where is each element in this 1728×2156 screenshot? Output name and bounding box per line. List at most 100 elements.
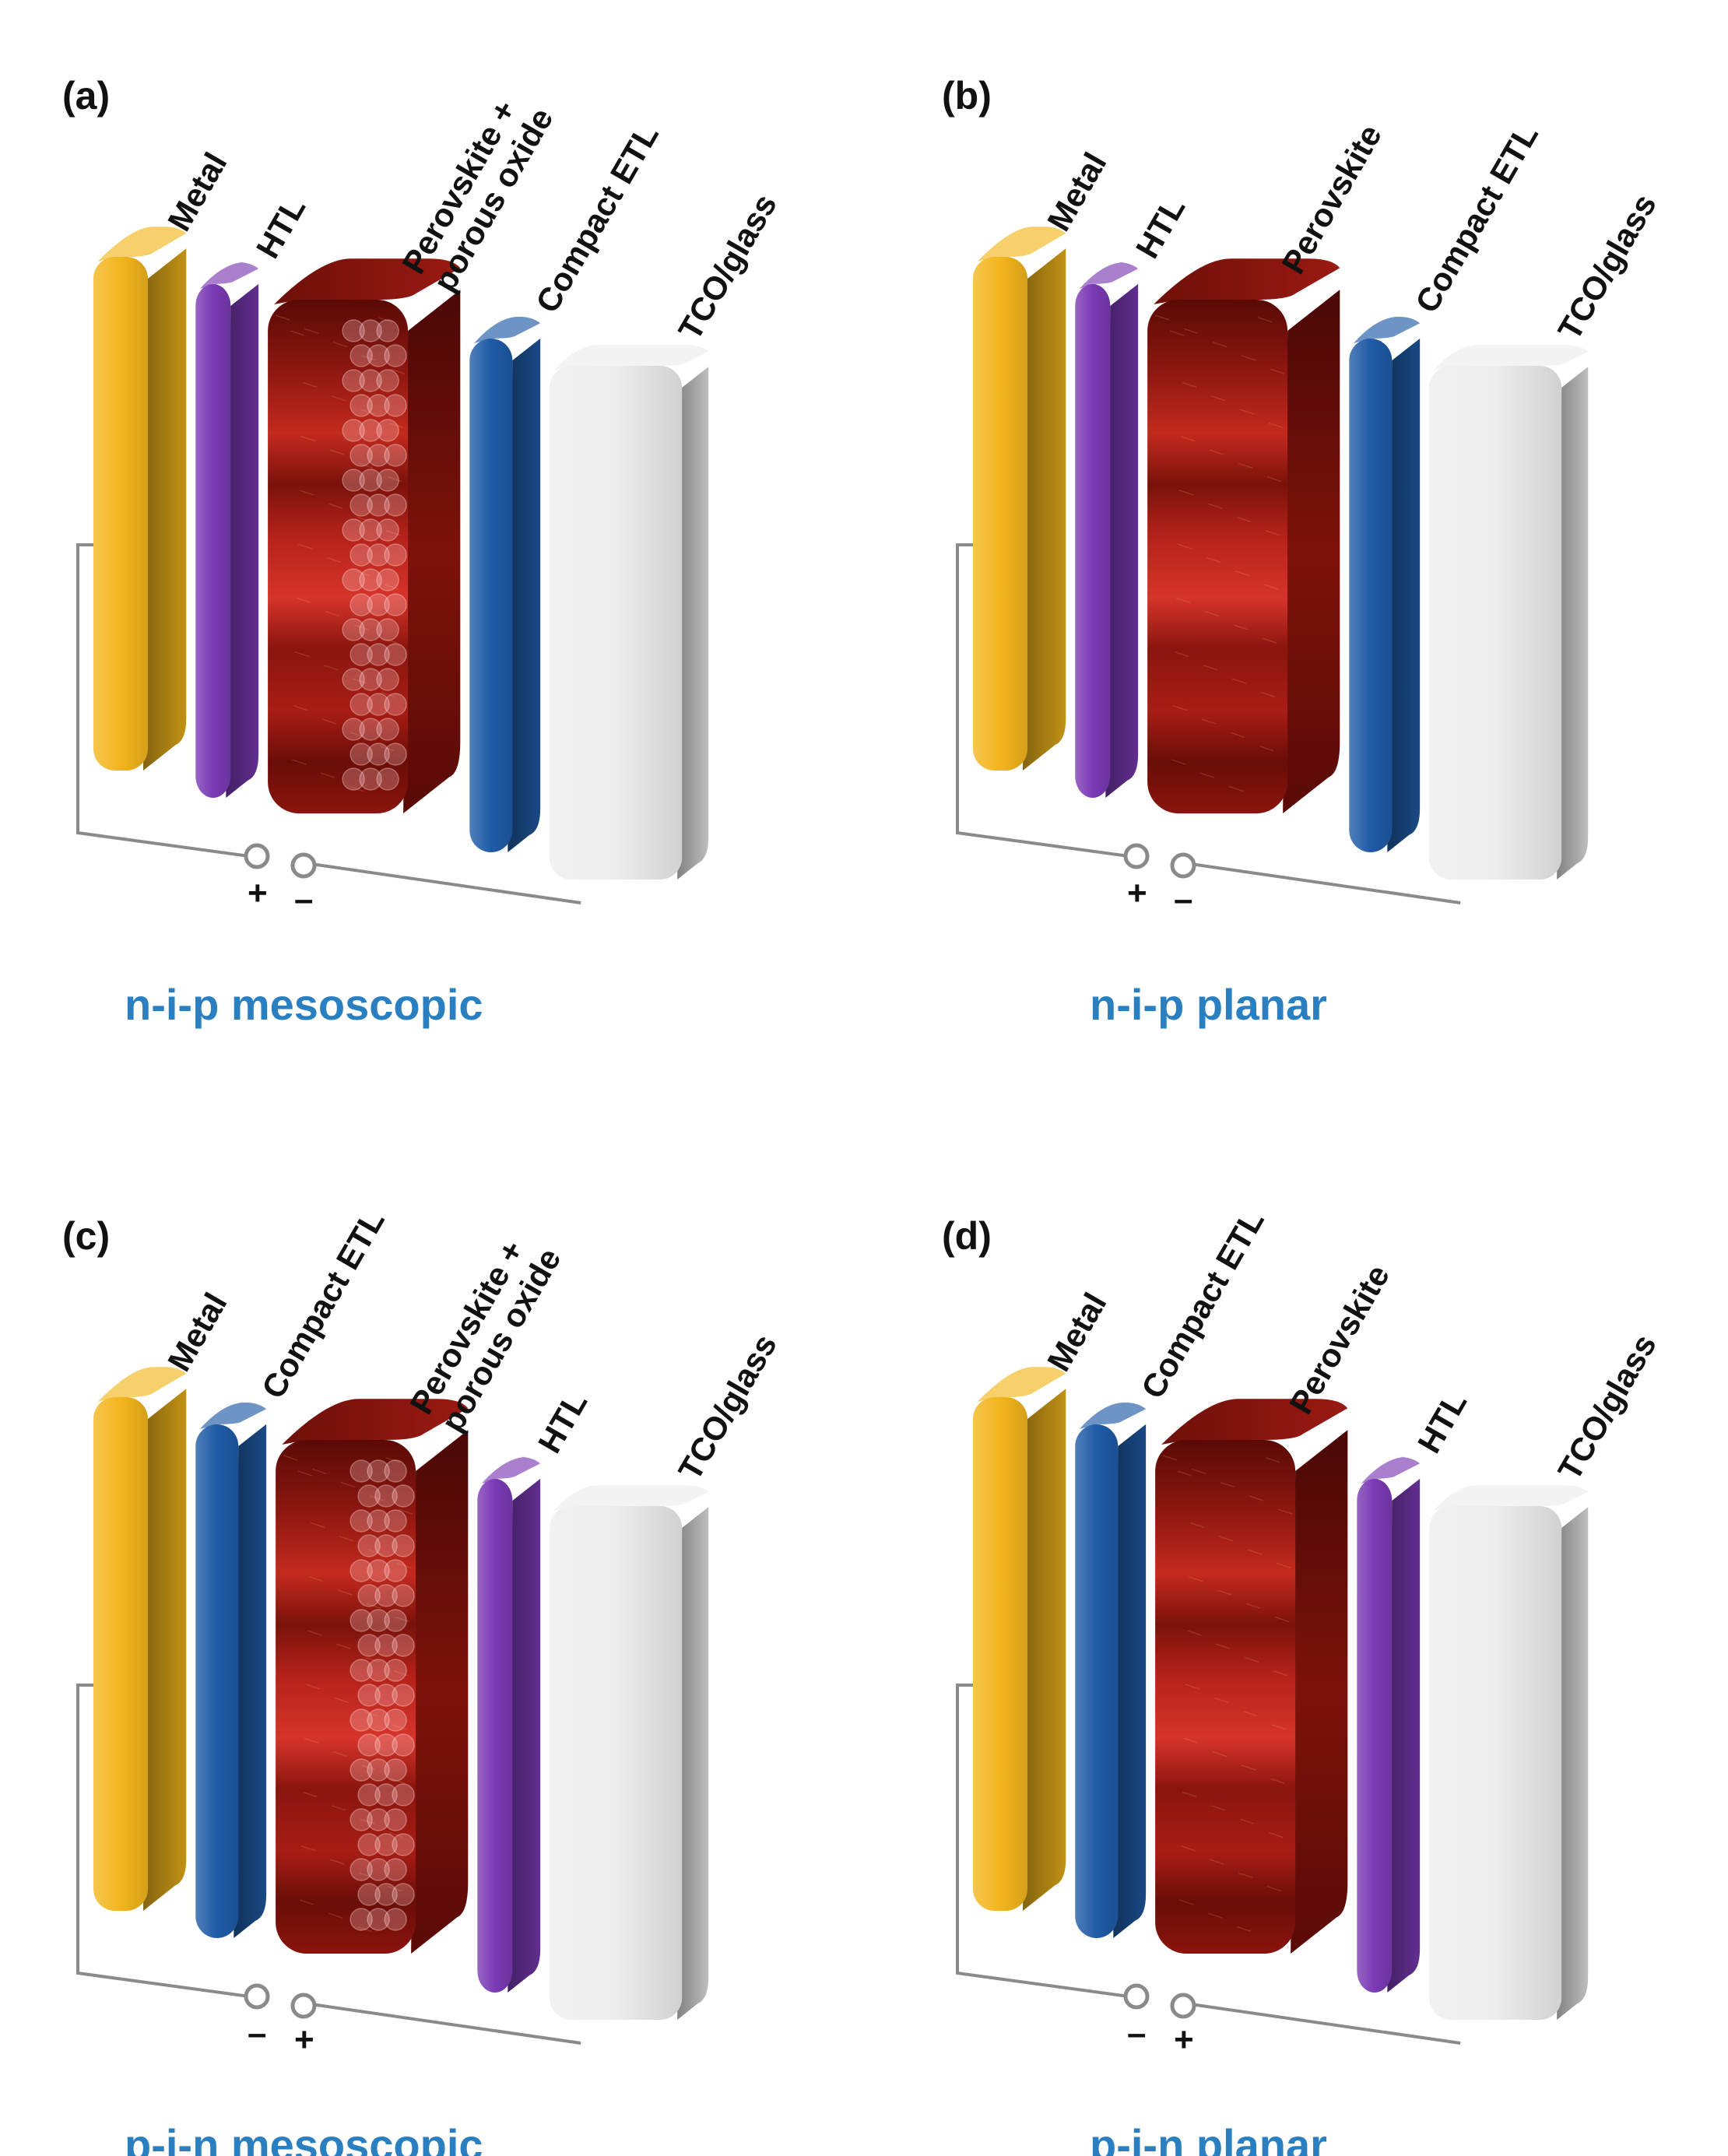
perovskite-texture-line [1220,1481,1235,1488]
terminal-right [1170,852,1196,879]
porous-oxide-particle [349,1808,373,1831]
perovskite-texture-line [369,1495,385,1501]
perovskite-texture-line [366,1603,381,1610]
porous-oxide-particle [384,1509,407,1533]
terminal-right-sign: + [294,2021,314,2059]
porous-oxide-particle [367,1808,390,1831]
perovskite-texture-line [361,355,377,361]
terminal-right-sign: – [294,880,313,918]
porous-oxide-particle [359,618,382,641]
perovskite-texture-line [290,330,305,336]
porous-oxide-particle [384,743,407,766]
tco_glass-layer-top [1433,345,1589,370]
metal-label: Metal [160,1287,234,1377]
perovskite-layer-front [276,1440,416,1954]
terminal-right [1170,1993,1196,2019]
porous-oxide-particle [349,493,373,517]
tco_glass-layer-front [1429,1506,1562,2020]
perovskite-texture-line [349,785,364,792]
porous-oxide-particle [342,767,365,791]
terminal-left-sign: + [1127,874,1147,912]
porous-oxide-particle [367,493,390,517]
metal-label: Metal [160,146,234,237]
perovskite-texture-line [1177,543,1192,550]
perovskite-texture-line [1273,1670,1288,1677]
perovskite-layer-top [282,1399,469,1445]
perovskite-texture-line [352,678,367,684]
perovskite-texture-line [332,341,348,348]
metal-layer-top [97,1367,187,1402]
porous-oxide-particle [349,1659,373,1682]
perovskite-texture-line [1210,395,1226,402]
porous-oxide-particle [349,1509,373,1533]
perovskite-texture-line [1265,1457,1280,1463]
perovskite-texture-line [1186,1630,1202,1636]
etl-layer-front [195,1424,239,1938]
porous-oxide-particle [349,394,373,417]
porous-oxide-particle [367,1908,390,1931]
perovskite-texture-line [1263,584,1279,590]
perovskite-texture-line [283,1455,298,1461]
perovskite-texture-line [1276,1562,1291,1569]
perovskite-texture-line [1266,1885,1282,1892]
perovskite-texture-line [1218,1536,1234,1542]
porous-oxide-particle [349,1609,373,1632]
perovskite-texture-line [360,409,375,415]
metal-layer-side [1023,248,1066,771]
porous-oxide-particle [367,543,390,567]
porous-oxide-particle [376,369,399,392]
tco_glass-layer-side [677,1507,709,2020]
circuit-wire-right [1190,862,1461,904]
htl-layer-front [1075,284,1111,798]
porous-oxide-particle [367,1659,390,1682]
perovskite-texture-line [299,1899,314,1905]
metal-layer-front [973,1397,1027,1911]
porous-oxide-particle [357,1634,381,1657]
perovskite-texture-line [1247,1549,1263,1555]
htl-layer-top [1361,1456,1421,1484]
tco_glass-layer-side [1557,1507,1589,2020]
circuit-wire-left [956,1684,1129,1998]
perovskite-texture-line [1231,678,1247,684]
perovskite-texture-line [304,1737,319,1744]
htl-label: HTL [531,1385,595,1459]
etl-label: Compact ETL [529,118,666,319]
porous-oxide-particle [392,1484,415,1508]
porous-oxide-particle [376,618,399,641]
porous-oxide-particle [384,1808,407,1831]
porous-oxide-particle [367,1459,390,1483]
porous-oxide-particle [359,668,382,691]
metal-layer-side [143,248,187,771]
perovskite-texture-line [311,1468,327,1475]
perovskite-texture-line [356,1926,372,1933]
porous-oxide-particle [342,568,365,592]
porous-oxide-particle [357,1733,381,1757]
perovskite-texture-line [1174,651,1189,658]
perovskite-layer-front [268,300,409,813]
htl-layer-top [199,262,259,289]
tco_glass-layer-top [553,1485,709,1511]
porous-oxide-particle [376,767,399,791]
porous-oxide-particle [349,1908,373,1931]
perovskite-texture-line [1268,1831,1284,1838]
perovskite-texture-line [388,422,404,429]
porous-oxide-particle [367,743,390,766]
perovskite-texture-line [361,1764,377,1771]
perovskite-texture-line [307,1630,322,1636]
porous-oxide-particle [357,1833,381,1856]
htl-layer-side [508,1478,541,1993]
htl-layer-side [1105,283,1139,799]
perovskite-texture-line [358,462,374,469]
panel-caption: p-i-n planar [1090,2120,1327,2156]
porous-oxide-particle [384,1609,407,1632]
perovskite-texture-line [1241,1764,1256,1771]
porous-oxide-particle [384,1459,407,1483]
perovskite-texture-line [379,745,395,752]
porous-oxide-particle [357,1584,381,1607]
perovskite-texture-line [1171,759,1186,765]
porous-oxide-particle [384,1659,407,1682]
perovskite-texture-line [321,718,337,725]
